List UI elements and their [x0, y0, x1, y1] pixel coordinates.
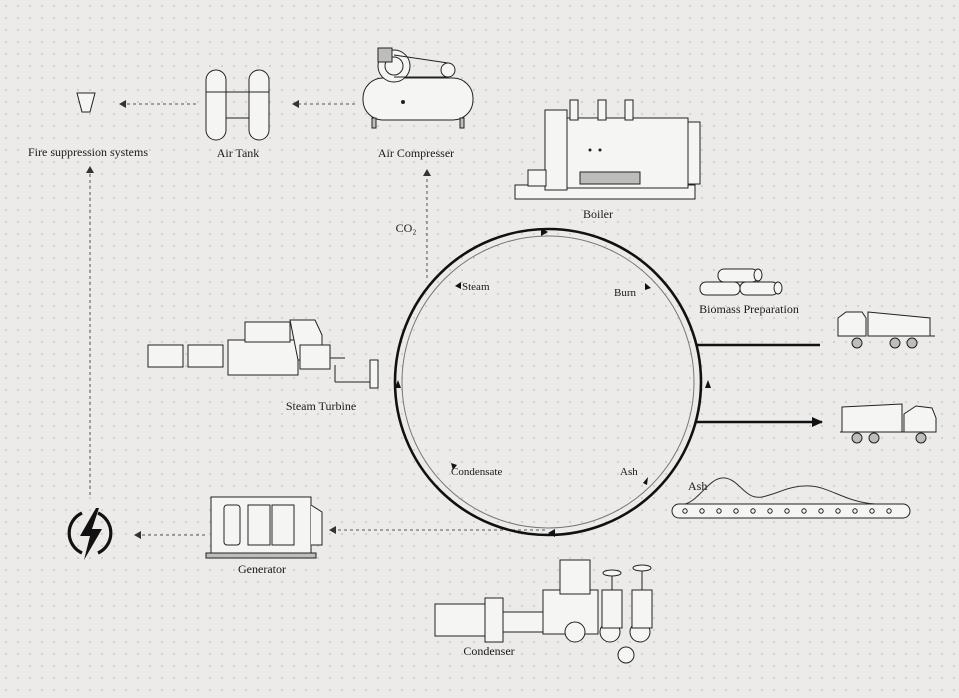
ash-conveyor-label: Ash [688, 479, 707, 493]
generator-icon [206, 497, 322, 558]
fire-bucket-icon [77, 93, 95, 112]
truck-lines [696, 345, 822, 422]
dump-truck-icon [838, 312, 935, 348]
condenser-label: Condenser [463, 644, 514, 658]
cycle-ring [395, 228, 711, 537]
air-compressor-label: Air Compresser [378, 146, 454, 160]
generator-label: Generator [238, 562, 286, 576]
air-tank-label: Air Tank [217, 146, 260, 160]
fire-suppression-label: Fire suppression systems [28, 145, 148, 159]
boiler-label: Boiler [583, 207, 613, 221]
steam-turbine-label: Steam Turbine [286, 399, 356, 413]
air-tank-icon [206, 70, 269, 140]
steam-arrow-icon [455, 282, 461, 289]
biomass-preparation-label: Biomass Preparation [699, 302, 799, 316]
cycle-condensate-label: Condensate [451, 466, 502, 478]
ash-conveyor-icon [672, 478, 910, 518]
steam-turbine-icon [148, 320, 378, 388]
burn-arrow-icon [645, 283, 651, 290]
cycle-steam-label: Steam [462, 281, 490, 293]
lightning-bolt-icon [69, 508, 111, 560]
labels: Fire suppression systems Air Tank Air Co… [28, 145, 799, 658]
co2-label: CO₂ [396, 221, 417, 235]
air-compressor-icon [363, 48, 473, 128]
ash-arrow-icon [643, 477, 648, 485]
cycle-burn-label: Burn [614, 287, 637, 299]
log-pile-icon [700, 269, 782, 295]
dump-truck-icon [840, 404, 936, 443]
up-arrow-icon [705, 380, 711, 388]
cycle-ash-label: Ash [620, 466, 638, 478]
boiler-icon [515, 100, 700, 199]
